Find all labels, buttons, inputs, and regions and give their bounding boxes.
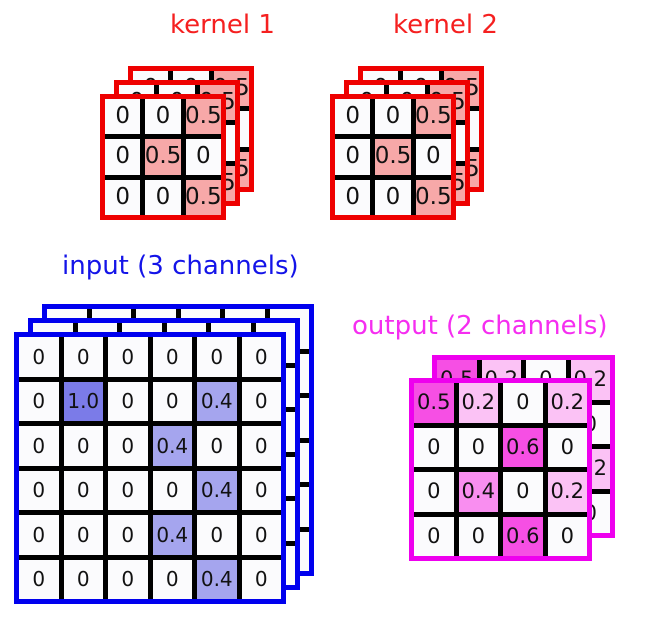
grid-cell: 0 xyxy=(152,337,192,377)
grid-cell: 0.5 xyxy=(185,179,221,215)
grid-cell: 0.4 xyxy=(152,426,192,466)
grid-cell: 0 xyxy=(19,337,59,377)
grid-cell: 0 xyxy=(414,427,454,467)
grid-cell: 0 xyxy=(335,179,371,215)
grid-cell: 0.4 xyxy=(197,559,237,599)
grid-cell: 0 xyxy=(63,515,103,555)
grid-cell: 0 xyxy=(547,516,587,556)
grid-cell: 0.5 xyxy=(414,383,454,423)
grid-cell: 0 xyxy=(105,139,141,175)
grid-cell: 0 xyxy=(415,139,451,175)
grid-cell: 0 xyxy=(108,470,148,510)
grid-cell: 0 xyxy=(19,381,59,421)
grid-cell: 0 xyxy=(145,99,181,135)
grid-cell: 0.5 xyxy=(415,99,451,135)
grid-cell: 0 xyxy=(241,470,281,510)
kernel-1-stack: 000.500.50000.5000.500.50000.5000.500.50… xyxy=(100,60,260,220)
grid-cell: 0 xyxy=(19,559,59,599)
grid-cell: 0.2 xyxy=(547,383,587,423)
grid-cell: 0 xyxy=(108,515,148,555)
grid-cell: 0 xyxy=(108,381,148,421)
kernel-1-title: kernel 1 xyxy=(170,10,275,40)
grid-cell: 0 xyxy=(145,179,181,215)
grid-cell: 0 xyxy=(185,139,221,175)
grid-cell: 0 xyxy=(108,426,148,466)
input-title: input (3 channels) xyxy=(62,251,299,281)
grid-cell: 0 xyxy=(335,99,371,135)
grid-cell: 0 xyxy=(241,337,281,377)
grid-cell: 0.6 xyxy=(503,516,543,556)
grid-cell: 0 xyxy=(108,337,148,377)
grid-cell: 0 xyxy=(241,515,281,555)
grid-cell: 0 xyxy=(105,179,141,215)
grid-cell: 0 xyxy=(108,559,148,599)
grid-cell: 0 xyxy=(241,426,281,466)
grid-cell: 0.2 xyxy=(547,472,587,512)
grid-cell: 0 xyxy=(63,426,103,466)
grid-cell: 1.0 xyxy=(63,381,103,421)
grid-cell: 0.4 xyxy=(458,472,498,512)
grid-cell: 0 xyxy=(375,179,411,215)
grid-cell: 0 xyxy=(19,515,59,555)
grid-cell: 0 xyxy=(335,139,371,175)
grid-cell: 0 xyxy=(414,516,454,556)
grid-cell: 0 xyxy=(458,427,498,467)
grid-cell: 0.5 xyxy=(415,179,451,215)
grid-cell: 0 xyxy=(503,383,543,423)
grid-cell: 0 xyxy=(547,427,587,467)
grid-cell: 0.5 xyxy=(185,99,221,135)
grid-cell: 0.5 xyxy=(375,139,411,175)
grid-cell: 0 xyxy=(19,426,59,466)
kernel-2-stack: 000.500.50000.5000.500.50000.5000.500.50… xyxy=(330,60,490,220)
grid-cell: 0 xyxy=(241,381,281,421)
output-title: output (2 channels) xyxy=(352,311,608,341)
grid-cell: 0 xyxy=(63,559,103,599)
grid-cell: 0 xyxy=(375,99,411,135)
grid-cell: 0 xyxy=(152,470,192,510)
grid-cell: 0.4 xyxy=(197,470,237,510)
grid-cell: 0 xyxy=(458,516,498,556)
output-stack: 0.50.200.2000.6000.400.2000.600.50.200.2… xyxy=(409,351,619,561)
grid-cell: 0 xyxy=(152,559,192,599)
kernel-2-title: kernel 2 xyxy=(393,10,498,40)
grid-cell: 0.6 xyxy=(503,427,543,467)
grid-cell: 0.4 xyxy=(197,381,237,421)
grid-cell: 0 xyxy=(19,470,59,510)
grid-cell: 0 xyxy=(241,559,281,599)
grid-cell: 0 xyxy=(63,337,103,377)
grid-cell: 0 xyxy=(414,472,454,512)
grid-cell: 0 xyxy=(105,99,141,135)
grid-cell: 0 xyxy=(503,472,543,512)
grid-cell: 0 xyxy=(197,337,237,377)
input-stack: 0000000000000000000000000000000000000000… xyxy=(14,304,314,604)
grid-cell: 0 xyxy=(197,515,237,555)
grid-cell: 0 xyxy=(197,426,237,466)
grid-cell: 0 xyxy=(63,470,103,510)
grid-cell: 0 xyxy=(152,381,192,421)
grid-cell: 0.4 xyxy=(152,515,192,555)
grid-cell: 0.2 xyxy=(458,383,498,423)
grid-cell: 0.5 xyxy=(145,139,181,175)
